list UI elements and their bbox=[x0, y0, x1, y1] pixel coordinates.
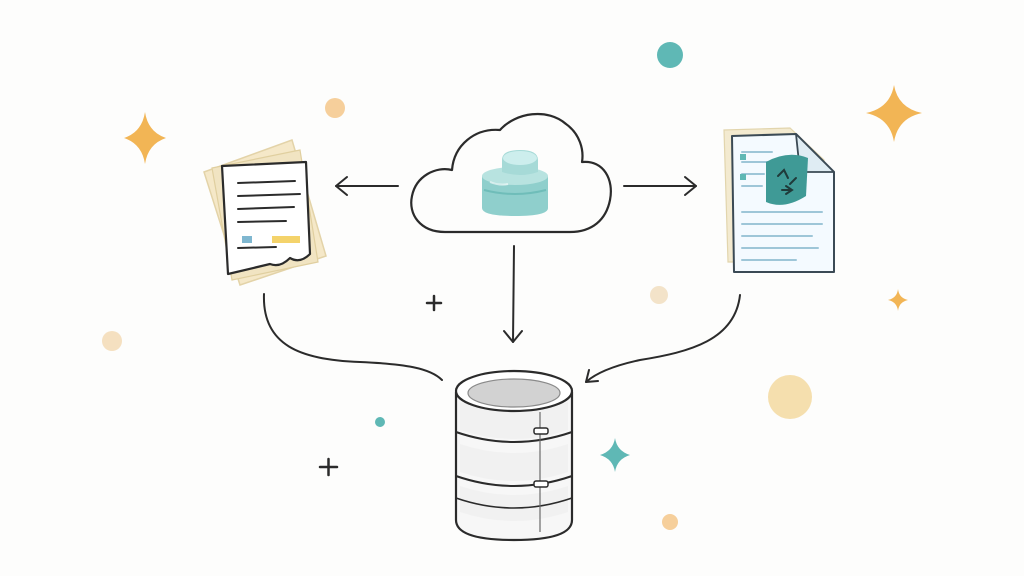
dot-icon bbox=[375, 417, 385, 427]
recycle-badge-icon bbox=[766, 154, 808, 205]
cloud-icon bbox=[410, 112, 612, 234]
database-shape-icon bbox=[482, 150, 548, 216]
dot-icon bbox=[657, 42, 683, 68]
dot-icon bbox=[768, 375, 812, 419]
curve-right-document-to-storage bbox=[585, 294, 741, 383]
server-cylinder-icon bbox=[454, 369, 574, 542]
arrow-cloud-to-right-document bbox=[623, 176, 697, 196]
sparkle-icon bbox=[600, 438, 630, 472]
sparkle-icon bbox=[124, 112, 166, 164]
plus-icon bbox=[318, 457, 339, 477]
right-document-node bbox=[723, 127, 835, 273]
dot-icon bbox=[325, 98, 345, 118]
cloud-node bbox=[410, 112, 612, 234]
connectors bbox=[262, 176, 741, 383]
sparkle-icon bbox=[888, 289, 908, 311]
left-document-node bbox=[203, 139, 327, 286]
document-stack-icon bbox=[203, 139, 327, 286]
dot-icon bbox=[102, 331, 122, 351]
blue-document-icon bbox=[723, 127, 835, 273]
curve-left-document-to-storage bbox=[262, 293, 443, 381]
sparkle-icon bbox=[866, 85, 922, 142]
arrow-cloud-to-storage bbox=[503, 245, 523, 343]
decorations bbox=[102, 42, 922, 530]
dot-icon bbox=[650, 286, 668, 304]
storage-node bbox=[454, 369, 574, 542]
dot-icon bbox=[662, 514, 678, 530]
plus-icon bbox=[425, 294, 443, 312]
arrow-cloud-to-left-document bbox=[335, 176, 399, 196]
